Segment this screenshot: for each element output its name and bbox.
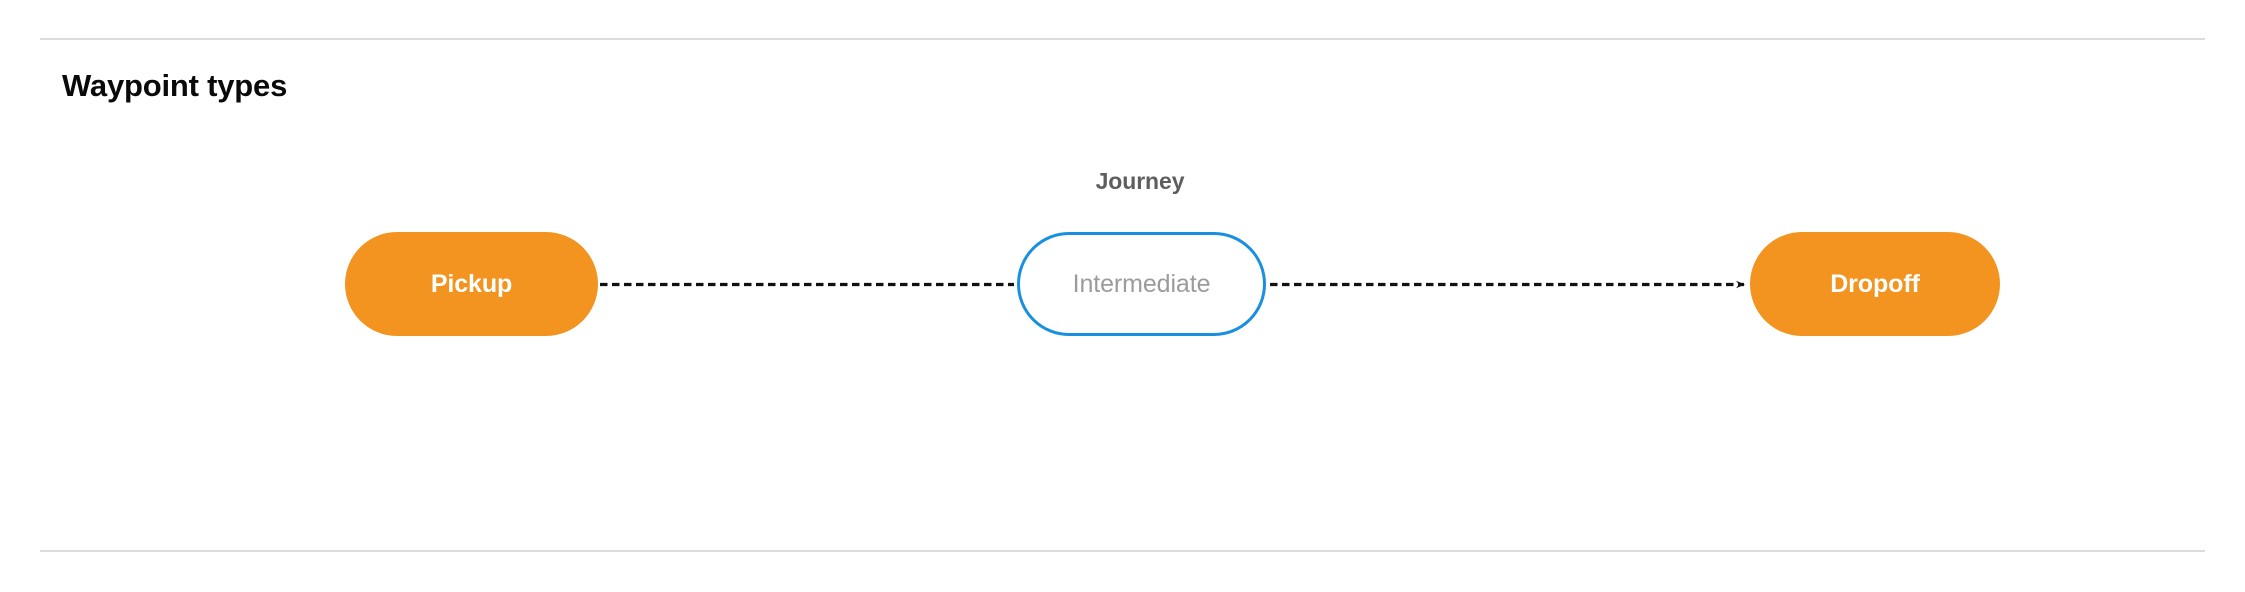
node-pickup[interactable]: Pickup xyxy=(345,232,598,336)
diagram-caption-journey: Journey xyxy=(1095,168,1185,194)
divider-bottom xyxy=(40,550,2205,552)
page-title: Waypoint types xyxy=(62,68,288,103)
node-intermediate[interactable]: Intermediate xyxy=(1017,232,1266,336)
node-pickup-label: Pickup xyxy=(430,269,513,298)
node-intermediate-label: Intermediate xyxy=(1072,269,1211,298)
node-dropoff[interactable]: Dropoff xyxy=(1750,232,2000,336)
divider-top xyxy=(40,38,2205,40)
waypoint-types-diagram: Journey Pickup Intermediate Dropoff xyxy=(0,150,2245,410)
node-dropoff-label: Dropoff xyxy=(1830,269,1920,298)
diagram-edge-layer xyxy=(600,280,1745,289)
